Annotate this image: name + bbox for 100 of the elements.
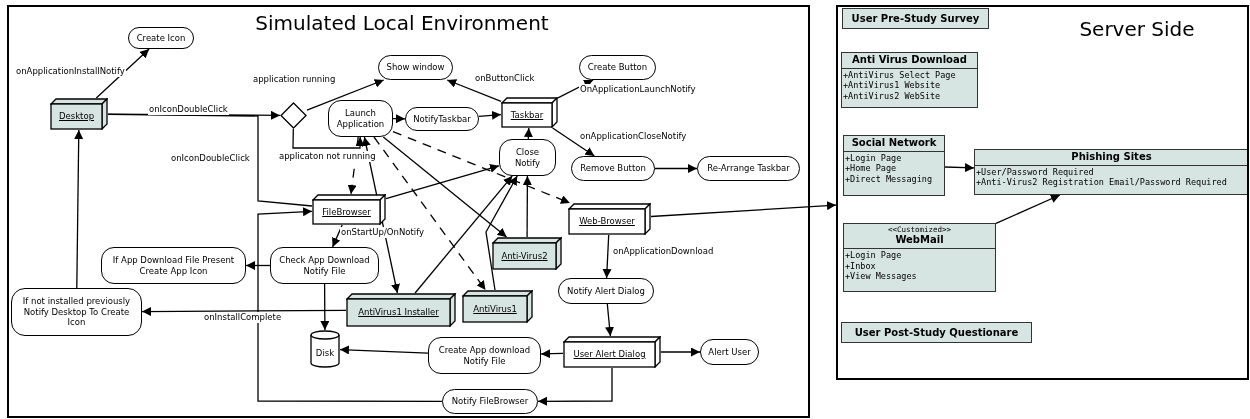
arrow [485,175,518,291]
edge-label: onButtonClick [474,73,536,84]
node-text: Create App download Notify File [437,344,532,367]
class-title: WebMail [895,234,944,247]
state-pill [101,247,246,284]
edge-label: onIconDoubleClick [170,153,251,164]
state-pill [128,27,194,49]
object-label: User Alert Dialog [573,348,646,361]
node-text: Disk [315,346,335,360]
state-pill [697,156,800,181]
class-box [974,149,1247,195]
class-item: +User/Password Required [976,166,1095,178]
state-pill [571,156,655,181]
edge-label: onApplicationDownload [612,246,715,257]
arrow [414,175,513,294]
arrow [373,136,487,291]
object-label: AntiVirus1 Installer [358,306,439,319]
node-text: NotifyTaskbar [413,113,471,125]
decision-diamond [280,102,307,129]
state-pill [428,337,541,374]
object-label: FileBrowser [322,205,371,219]
box-title: User Pre-Study Survey [851,12,980,26]
state-pill [700,339,759,365]
box-title: User Post-Study Questionare [854,326,1019,340]
edge-label: onIconDoubleClick [148,104,229,115]
object-label: Web-Browser [579,215,635,228]
node-text: Notify Alert Dialog [567,285,645,297]
arrow [320,283,330,331]
frame-title: Simulated Local Environment [255,11,549,36]
arrow [347,136,359,195]
frame-title: Server Side [1079,17,1195,42]
edge-label: onInstallComplete [203,312,283,323]
class-title: Phishing Sites [1071,151,1152,164]
class-box [841,322,1032,343]
node-text: Notify FileBrowser [451,396,529,407]
node-text: Check App Download Notify File [278,254,371,277]
state-pill [405,107,479,131]
class-item: +Login Page [845,249,903,261]
node-text: Launch Application [335,107,386,130]
class-title: Social Network [851,137,937,150]
arrow [257,207,443,403]
edge-label: applicaton not running [278,151,377,162]
node-text: If App Download File Present Create App Icon [111,254,236,277]
class-title: Anti Virus Download [852,54,967,67]
arrow [478,110,502,120]
object-label: Anti-Virus2 [501,249,548,263]
arrow [944,163,975,173]
class-box [841,52,978,108]
state-pill [378,55,453,80]
edge-label: application running [252,74,337,85]
arrow [382,136,508,238]
arrow [660,347,701,357]
arrow [602,234,612,279]
arrow [551,127,596,157]
node-text: Alert User [708,346,751,358]
edge-label: OnApplicationLaunchNotify [579,84,697,95]
arrow [306,79,385,111]
state-pill [11,288,142,336]
class-item: +Login Page [845,152,903,164]
node-text: Create Button [587,62,648,73]
class-item: +Direct Messaging [845,173,933,185]
arrow [95,48,150,99]
node-text: Create Icon [136,32,186,44]
arrow [995,194,1061,225]
arrow [537,367,613,406]
arrow [392,114,406,124]
class-item: +View Messages [845,271,918,282]
class-item: +Home Page [845,163,898,174]
arrow [523,127,533,140]
arrow [446,79,502,102]
node-text: Close Notify [513,146,542,169]
node-text: If not installed previously Notify Desktop To Create Icon [21,296,132,328]
node-text: Remove Button [580,163,646,174]
class-box [843,223,996,292]
edge-label: onApplicationCloseNotify [579,131,688,142]
class-item: +AntiVirus2 WebSite [843,90,942,102]
arrow [141,307,347,317]
class-item: +Inbox [845,260,877,272]
state-pill [442,389,538,414]
edge-label: onApplicationInstallNotify [15,66,126,77]
edge-label: onStartUp/OnNotify [340,227,426,238]
arrow [331,224,343,248]
class-item: +Anti-Virus2 Registration Email/Password Required [976,177,1228,188]
object-label: Taskbar [510,108,544,122]
state-pill [499,139,556,176]
class-item: +AntiVirus Select Page [843,69,957,81]
arrow [339,345,429,355]
arrow [605,303,614,337]
arrow [650,201,837,218]
arrow [292,128,365,149]
arrow [385,164,500,200]
node-text: Re-Arrange Taskbar [707,163,790,174]
class-box [842,8,989,29]
object-label: Desktop [58,110,95,123]
state-pill [558,278,654,304]
arrow [654,164,698,173]
node-text: Show window [386,62,445,73]
environment-frame [836,5,1249,380]
arrow [557,79,594,99]
arrow [392,130,571,204]
